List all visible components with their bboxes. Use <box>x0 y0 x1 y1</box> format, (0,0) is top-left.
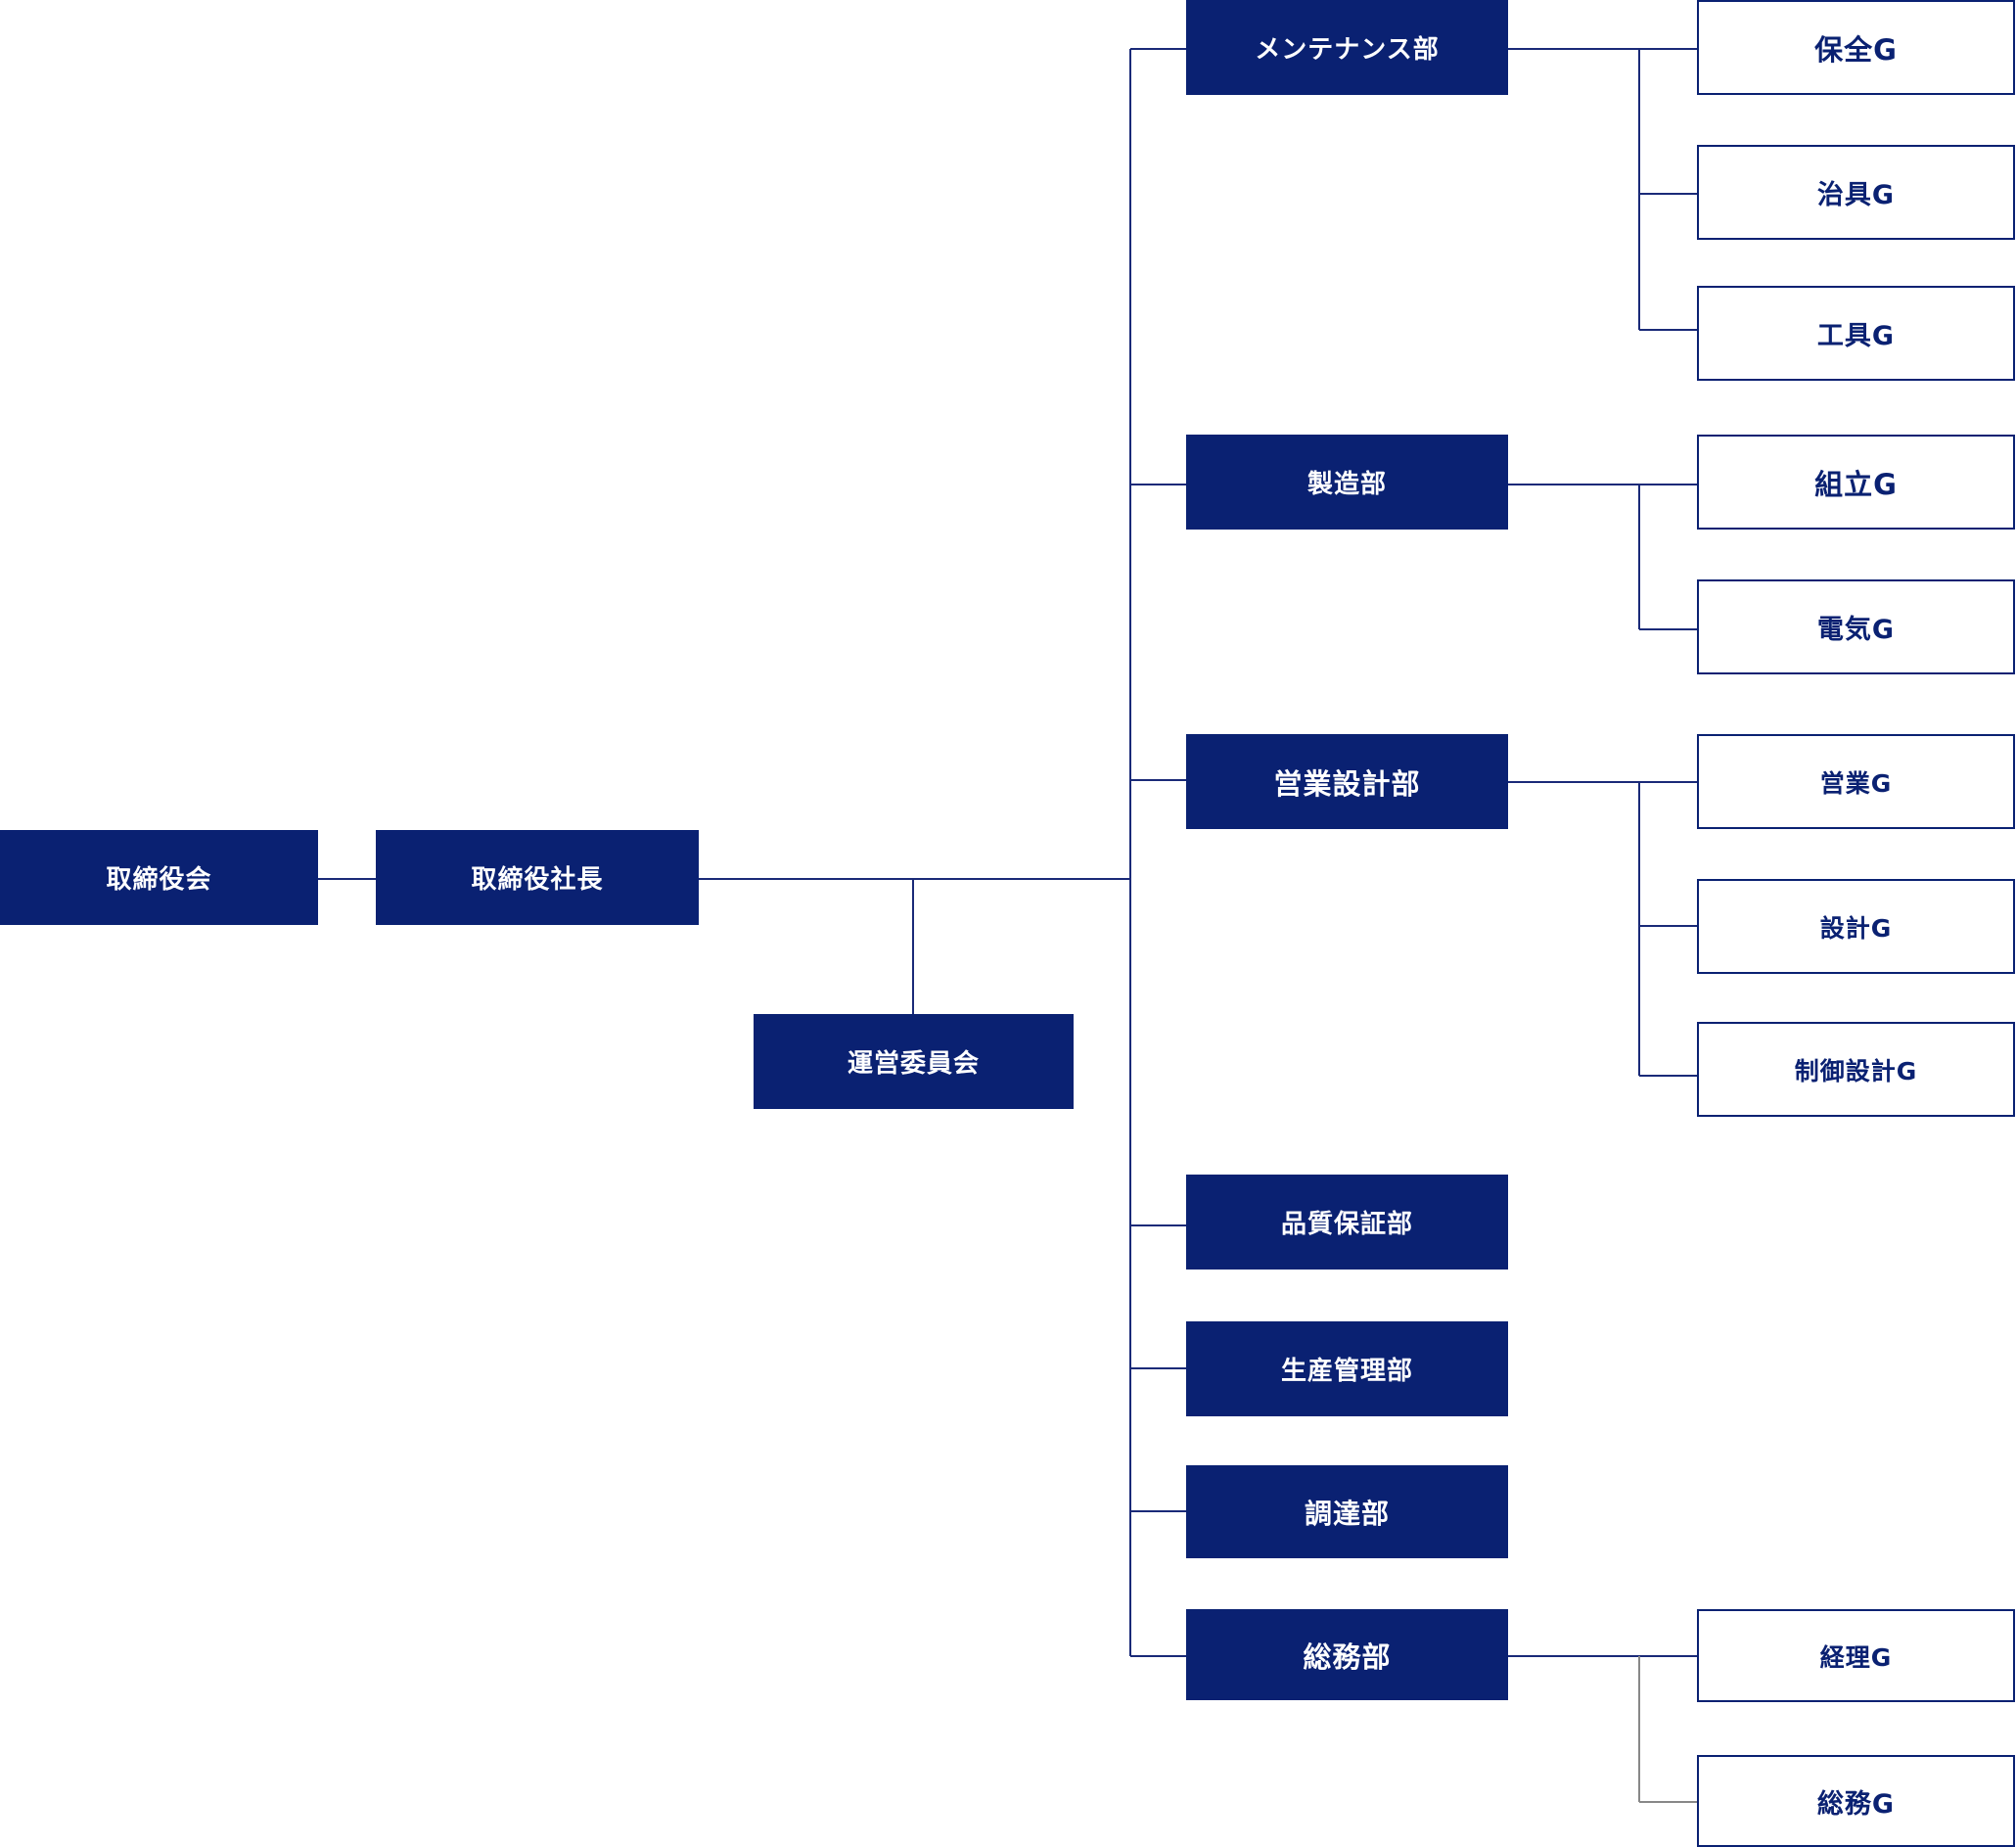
dept-sales-design: 営業設計部 <box>1186 734 1508 829</box>
group-sales-design-1: 営業G <box>1697 734 2015 829</box>
board-box: 取締役会 <box>0 830 318 925</box>
group-general-affairs-1: 経理G <box>1697 1609 2015 1702</box>
dept-production-control: 生産管理部 <box>1186 1321 1508 1416</box>
group-manufacturing-1: 組立G <box>1697 435 2015 530</box>
group-maintenance-3: 工具G <box>1697 286 2015 381</box>
dept-manufacturing: 製造部 <box>1186 435 1508 530</box>
dept-procurement: 調達部 <box>1186 1465 1508 1558</box>
group-general-affairs-2: 総務G <box>1697 1755 2015 1847</box>
group-sales-design-2: 設計G <box>1697 879 2015 974</box>
group-maintenance-1: 保全G <box>1697 0 2015 95</box>
dept-general-affairs: 総務部 <box>1186 1609 1508 1700</box>
committee-box: 運営委員会 <box>754 1014 1074 1109</box>
group-sales-design-3: 制御設計G <box>1697 1022 2015 1117</box>
group-manufacturing-2: 電気G <box>1697 579 2015 674</box>
president-box: 取締役社長 <box>376 830 699 925</box>
dept-quality-assurance: 品質保証部 <box>1186 1175 1508 1270</box>
dept-maintenance: メンテナンス部 <box>1186 0 1508 95</box>
group-maintenance-2: 治具G <box>1697 145 2015 240</box>
